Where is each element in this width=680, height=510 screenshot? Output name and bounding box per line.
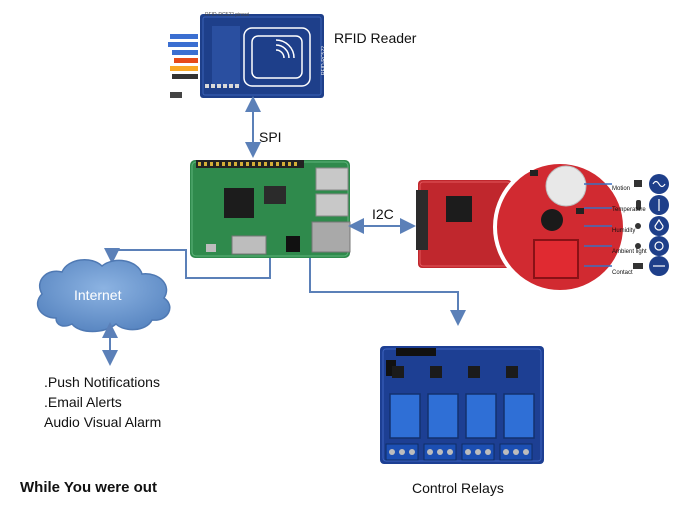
spi-label: SPI	[259, 129, 282, 145]
i2c-label: I2C	[372, 206, 394, 222]
sun-glyph-icon	[635, 243, 641, 249]
rfid-antenna-text: RFID-RC522	[321, 46, 327, 75]
sensor-legend-icons	[633, 174, 669, 276]
footer-title: While You were out	[20, 479, 157, 496]
rfid-reader-label: RFID Reader	[334, 30, 417, 46]
rfid-module: RFID-RC522 pinout RFID-RC522	[168, 12, 327, 98]
raspberry-pi-board	[190, 160, 351, 258]
relay-4	[503, 393, 535, 439]
humidity-legend-icon	[649, 216, 669, 236]
rfid-header-text: RFID-RC522 pinout	[205, 12, 250, 18]
sensor-label-motion: Motion	[612, 186, 631, 192]
rfid-antenna-icon	[243, 27, 311, 87]
control-relays-label: Control Relays	[412, 480, 504, 496]
relay-board	[380, 346, 544, 464]
pi-relays-connector	[309, 258, 466, 326]
cpu-chip-icon	[224, 188, 254, 218]
sensor-legend-lines	[584, 183, 612, 267]
internet-cloud-icon	[36, 259, 171, 333]
sensor-label-humidity: Humidity	[612, 228, 636, 234]
relay-2	[427, 393, 459, 439]
humidity-glyph-icon	[635, 223, 641, 229]
pi-internet-connector	[104, 248, 271, 279]
thermometer-glyph-icon	[636, 200, 641, 210]
rfid-pin-legend	[168, 34, 198, 98]
notification-item: .Email Alerts	[44, 394, 122, 410]
contact-glyph-icon	[633, 263, 643, 269]
sensor-label-ambient-light: Ambient light	[612, 249, 647, 255]
sensor-legend: Motion Temperature Humidity Ambient ligh…	[612, 179, 647, 284]
notifications-list: .Push Notifications .Email Alerts Audio …	[44, 372, 161, 432]
sensor-label-contact: Contact	[612, 270, 633, 276]
ethernet-port-icon	[311, 221, 351, 253]
notification-item: Audio Visual Alarm	[44, 414, 162, 430]
notification-item: .Push Notifications	[44, 374, 160, 390]
motion-glyph-icon	[634, 180, 642, 187]
motion-sensor-icon	[545, 165, 587, 207]
ambient-light-legend-icon	[649, 236, 669, 256]
relay-3	[465, 393, 497, 439]
sensor-label-temperature: Temperature	[612, 207, 646, 213]
temperature-sensor-icon	[541, 209, 563, 231]
internet-label: Internet	[74, 287, 122, 303]
sensor-board	[416, 160, 627, 294]
relay-1	[389, 393, 421, 439]
